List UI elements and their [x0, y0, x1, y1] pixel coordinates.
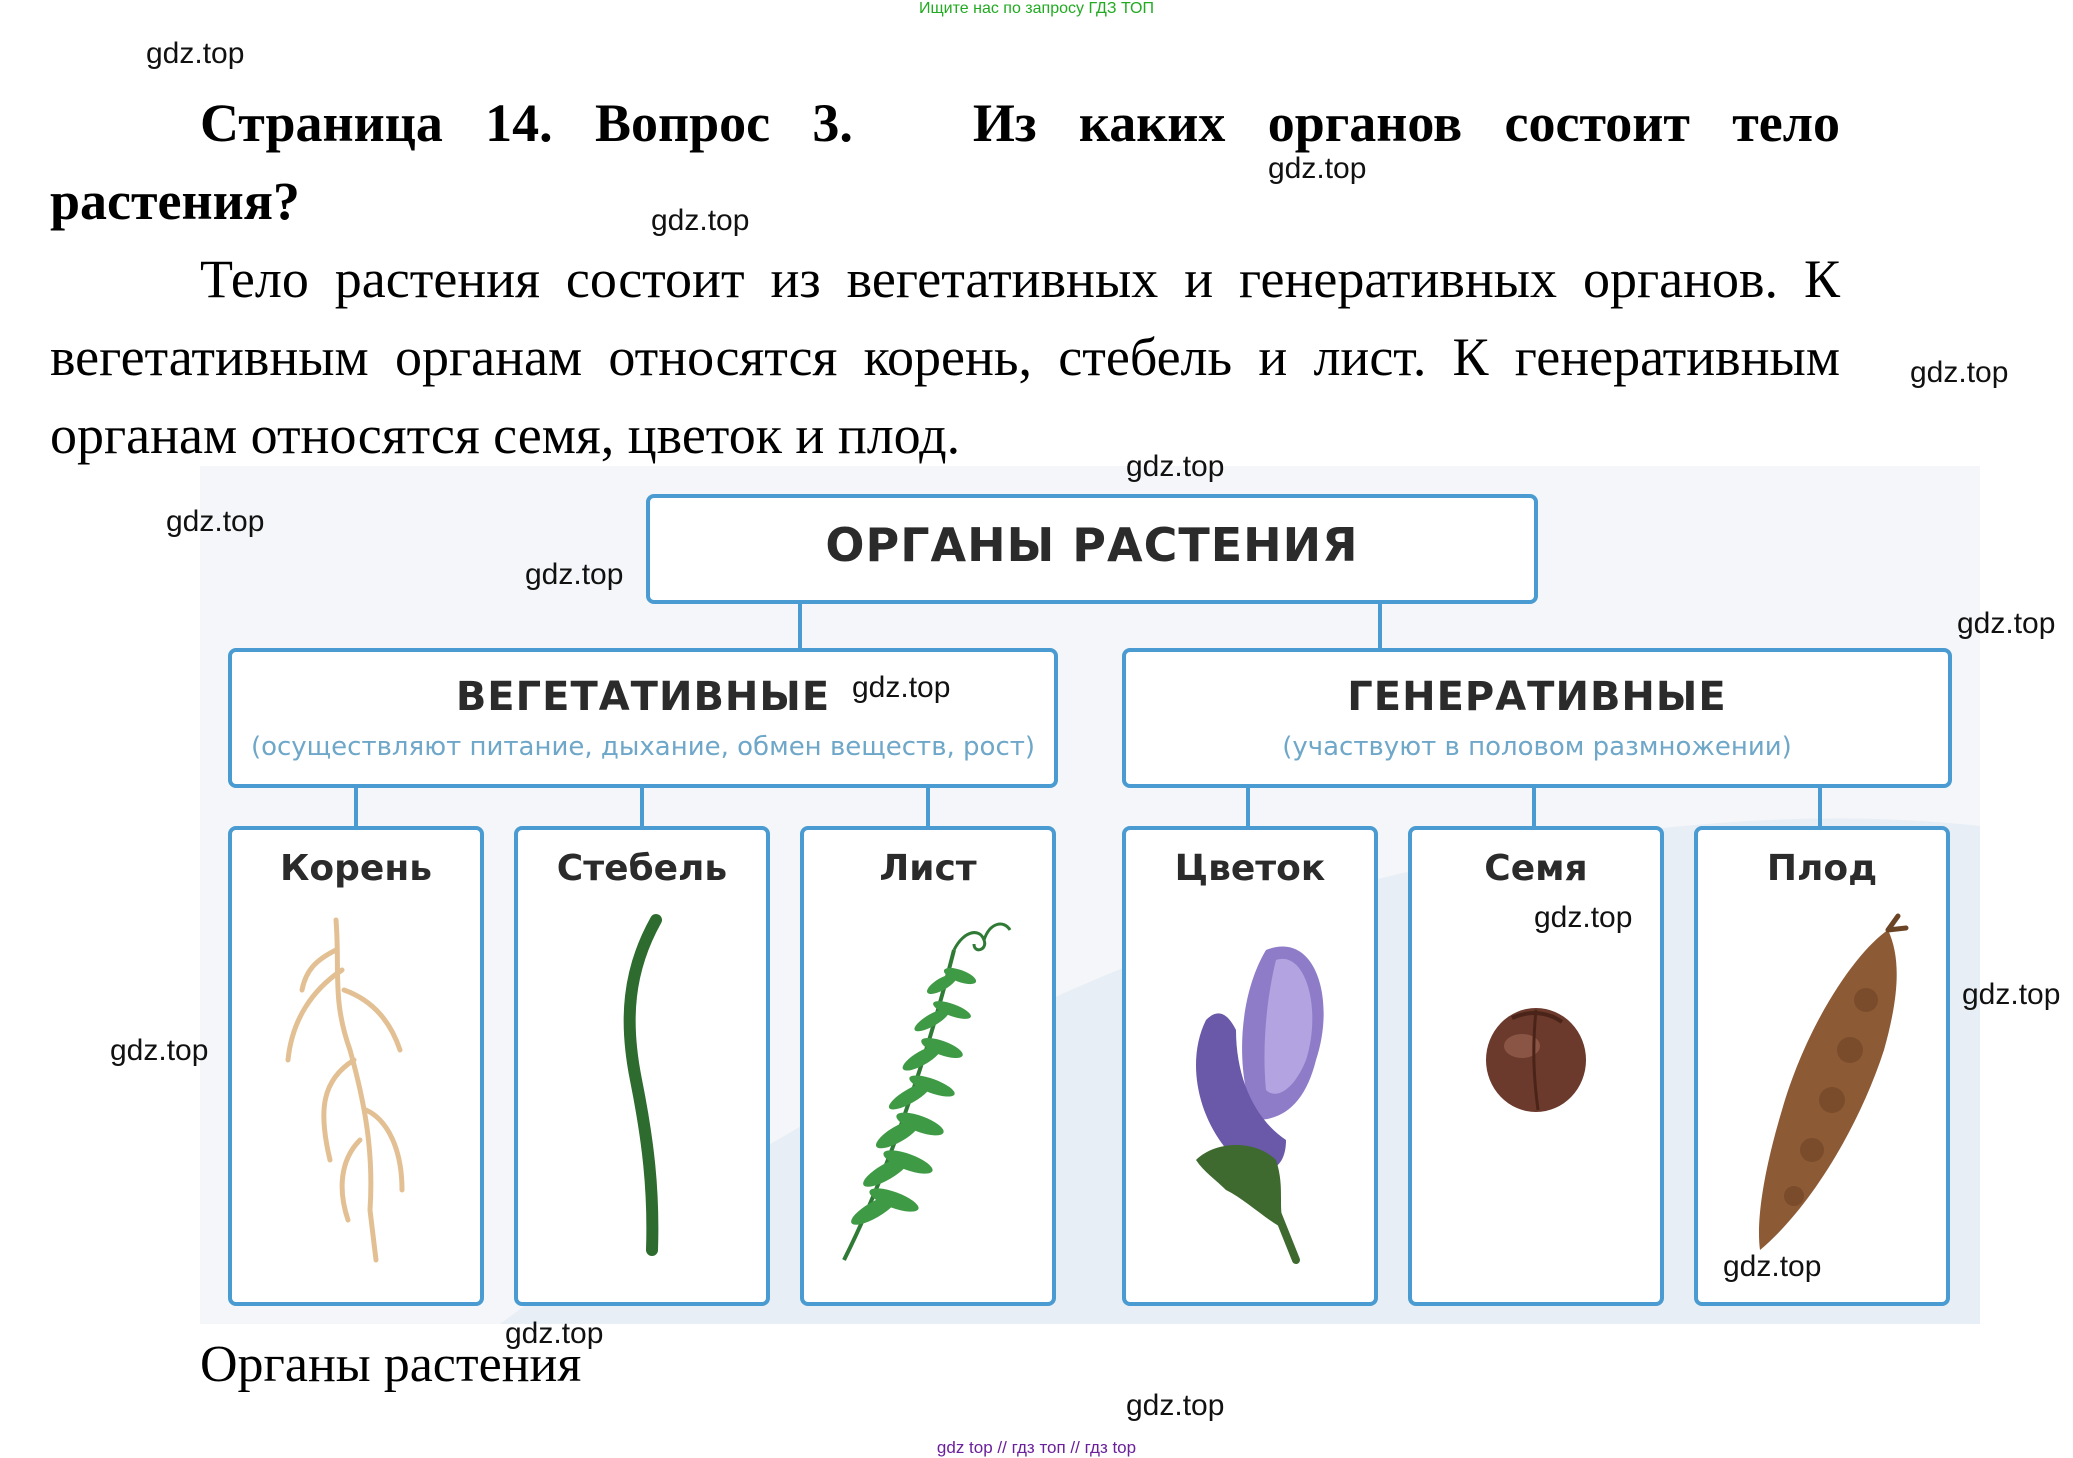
vegetative-subtitle: (осуществляют питание, дыхание, обмен ве…: [250, 732, 1036, 762]
watermark: gdz.top: [1534, 901, 1633, 934]
organ-card-seed: Семя: [1408, 826, 1664, 1306]
watermark: gdz.top: [1126, 1389, 1225, 1422]
watermark: gdz.top: [1126, 450, 1225, 483]
watermark: gdz.top: [1723, 1250, 1822, 1283]
organ-card-leaf: Лист: [800, 826, 1056, 1306]
fruit-illustration: [1758, 913, 1909, 1250]
question-title: Страница 14. Вопрос 3.Из каких органов с…: [50, 84, 1840, 240]
organ-label-flower: Цветок: [1174, 848, 1326, 889]
organ-card-flower: Цветок: [1122, 826, 1378, 1306]
flower-illustration: [1196, 946, 1324, 1264]
watermark: gdz.top: [505, 1317, 604, 1350]
organ-label-seed: Семя: [1484, 848, 1588, 889]
generative-box: ГЕНЕРАТИВНЫЕ (участвуют в половом размно…: [1122, 648, 1952, 788]
root-label: ОРГАНЫ РАСТЕНИЯ: [825, 518, 1359, 572]
footer-banner: gdz top // гдз топ // гдз top: [936, 1438, 1137, 1457]
root-box: ОРГАНЫ РАСТЕНИЯ: [646, 494, 1538, 604]
diagram-caption: Органы растения: [200, 1336, 582, 1393]
leaf-illustration: [842, 922, 1012, 1261]
stem-illustration: [623, 914, 662, 1256]
generative-subtitle: (участвуют в половом размножении): [1282, 732, 1792, 762]
plant-organs-diagram: ОРГАНЫ РАСТЕНИЯ ВЕГЕТАТИВНЫЕ (осуществля…: [200, 466, 1980, 1324]
organ-card-stem: Стебель: [514, 826, 770, 1306]
watermark: gdz.top: [852, 671, 951, 704]
root-illustration: [285, 917, 405, 1263]
organ-card-root: Корень: [228, 826, 484, 1306]
watermark: gdz.top: [1910, 356, 2009, 389]
vegetative-title: ВЕГЕТАТИВНЫЕ: [455, 674, 831, 720]
question-text: Из каких органов состоит тело растения?: [50, 93, 1840, 231]
watermark: gdz.top: [1957, 607, 2056, 640]
watermark: gdz.top: [146, 37, 245, 70]
organ-label-root: Корень: [280, 848, 432, 889]
organ-label-fruit: Плод: [1766, 848, 1878, 889]
seed-illustration: [1486, 1008, 1586, 1112]
vegetative-box: ВЕГЕТАТИВНЫЕ (осуществляют питание, дыха…: [228, 648, 1058, 788]
watermark: gdz.top: [651, 204, 750, 237]
organ-label-stem: Стебель: [556, 848, 728, 889]
answer-paragraph: Тело растения состоит из вегетативных и …: [50, 249, 1840, 465]
watermark: gdz.top: [166, 505, 265, 538]
question-label: Страница 14. Вопрос 3.: [200, 93, 853, 153]
generative-title: ГЕНЕРАТИВНЫЕ: [1347, 674, 1727, 720]
header-banner: Ищите нас по запросу ГДЗ ТОП: [919, 0, 1154, 17]
watermark: gdz.top: [1268, 152, 1367, 185]
organ-card-fruit: Плод: [1694, 826, 1950, 1306]
watermark: gdz.top: [525, 558, 624, 591]
organ-label-leaf: Лист: [879, 848, 977, 889]
watermark: gdz.top: [110, 1034, 209, 1067]
watermark: gdz.top: [1962, 978, 2061, 1011]
